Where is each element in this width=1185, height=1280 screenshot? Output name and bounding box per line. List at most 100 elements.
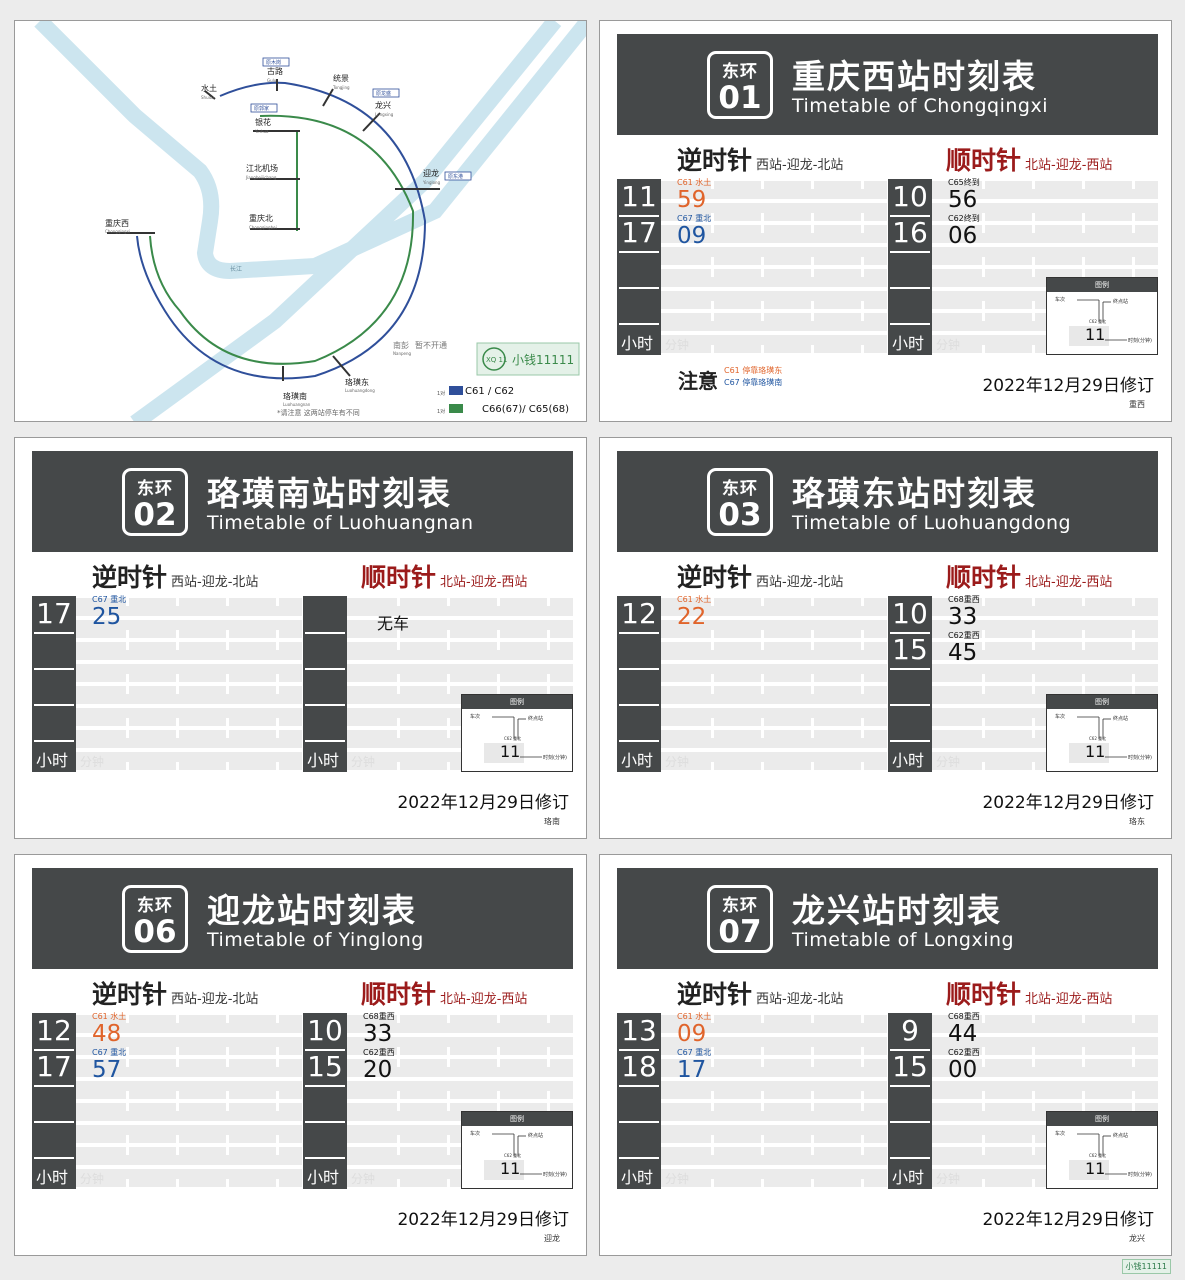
hour-column: 小时 [303, 596, 347, 772]
line-name: 东环 [137, 896, 173, 916]
grid-tick [811, 1091, 814, 1099]
grid-tick [861, 1015, 864, 1023]
grid-tick [811, 257, 814, 265]
grid-stripe [661, 181, 887, 199]
legend-title: 图例 [462, 695, 572, 709]
map-footnote: *请注意 这两站停车有不同 [277, 408, 360, 417]
grid-tick [1132, 630, 1135, 638]
hour-value: 12 [36, 1014, 72, 1047]
station-title: 迎龙站时刻表 [207, 891, 417, 930]
departure-minute: 56 [948, 187, 978, 213]
grid-tick [1032, 730, 1035, 738]
grid-stripe [76, 1015, 302, 1033]
grid-tick [176, 1147, 179, 1155]
grid-tick [982, 1015, 985, 1023]
departure-minute: 57 [92, 1057, 122, 1083]
station-title-en: Timetable of Luohuangdong [792, 512, 1072, 534]
grid-tick [1082, 674, 1085, 682]
grid-stripe [76, 1037, 302, 1055]
departure-minute: 22 [677, 604, 707, 630]
hour-divider [619, 215, 659, 217]
grid-tick [761, 257, 764, 265]
hour-divider [305, 632, 345, 634]
grid-tick [982, 686, 985, 694]
grid-tick [711, 181, 714, 189]
grid-tick [1032, 674, 1035, 682]
station-en: Luohuangnan [283, 402, 311, 407]
note-line: C61 停靠珞璜东 [724, 365, 782, 377]
grid-tick [861, 762, 864, 770]
departure-minute: 20 [363, 1057, 393, 1083]
hour-axis-label: 小时 [621, 751, 654, 770]
hour-axis-label: 小时 [307, 1168, 340, 1187]
note-label: 注意 [678, 369, 718, 393]
hour-divider [619, 740, 659, 742]
grid-tick [861, 301, 864, 309]
grid-tick [861, 730, 864, 738]
grid-stripe [76, 642, 302, 660]
direction-route: 西站-迎龙-北站 [171, 992, 259, 1007]
grid-tick [276, 718, 279, 726]
station-code: 01 [718, 80, 762, 116]
hour-divider [305, 1085, 345, 1087]
hour-axis-label: 小时 [892, 1168, 925, 1187]
legend-time-label: 时刻(分钟) [1128, 1172, 1152, 1178]
grid-tick [711, 718, 714, 726]
legend-diagram [1069, 1133, 1127, 1180]
hour-divider [305, 704, 345, 706]
station-en: Luohuangdong [345, 388, 375, 393]
grid-tick [811, 762, 814, 770]
grid-tick [1082, 1103, 1085, 1111]
station-en: Chongqingxi [105, 229, 130, 234]
direction-header: 逆时针西站-迎龙-北站 [92, 975, 258, 1009]
direction-route: 西站-迎龙-北站 [756, 575, 844, 590]
station-title-en: Timetable of Yinglong [207, 929, 424, 951]
grid-tick [982, 718, 985, 726]
grid-tick [861, 598, 864, 606]
grid-tick [397, 642, 400, 650]
grid-tick [447, 630, 450, 638]
grid-tick [176, 1135, 179, 1143]
station-en: Shuitu [201, 95, 214, 100]
grid-tick [982, 1147, 985, 1155]
station-label: 重庆北 [249, 213, 273, 223]
station-label: 龙兴 [375, 100, 391, 110]
legend-sample-hour: 11 [1085, 742, 1106, 761]
hour-divider [305, 740, 345, 742]
legend-diagram [484, 716, 542, 763]
grid-tick [176, 1059, 179, 1067]
station-label: 迎龙 [423, 168, 439, 178]
grid-tick [1132, 181, 1135, 189]
minute-axis-label: 分钟 [351, 1172, 376, 1186]
grid-tick [447, 1147, 450, 1155]
train-tag: C67 重北 [677, 1048, 712, 1057]
grid-tick [982, 630, 985, 638]
legend-train-label: 车次 [1055, 297, 1066, 303]
grid-stripe [76, 1147, 302, 1165]
grid-tick [811, 674, 814, 682]
grid-tick [1132, 225, 1135, 233]
grid-tick [761, 630, 764, 638]
grid-tick [711, 674, 714, 682]
station-title-en: Timetable of Luohuangnan [207, 512, 474, 534]
minute-axis-label: 分钟 [80, 1172, 105, 1186]
station-label: 南彭 [393, 340, 409, 350]
grid-stripe [76, 1059, 302, 1077]
direction-header: 逆时针西站-迎龙-北站 [677, 558, 843, 592]
legend-sample-tag: C62 重北 [1089, 1153, 1107, 1158]
direction-route: 西站-迎龙-北站 [756, 992, 844, 1007]
grid-tick [861, 213, 864, 221]
grid-tick [276, 686, 279, 694]
grid-stripe [932, 620, 1158, 638]
